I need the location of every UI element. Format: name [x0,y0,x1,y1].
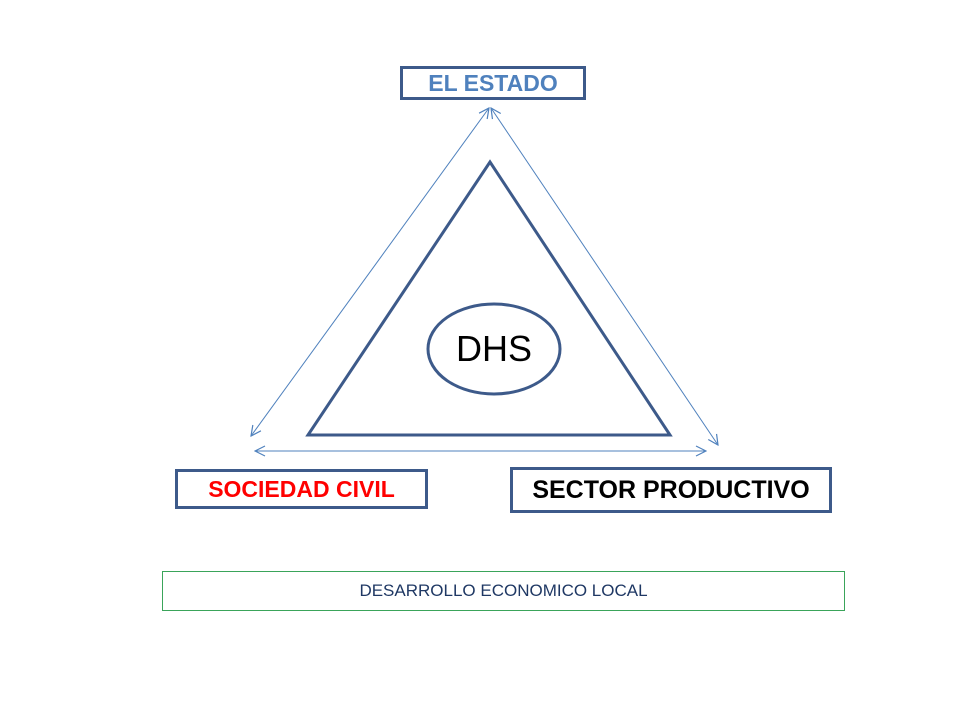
node-el-estado-label: EL ESTADO [428,69,558,96]
node-sector-productivo-label: SECTOR PRODUCTIVO [532,475,810,504]
node-sociedad-civil: SOCIEDAD CIVIL [175,469,428,509]
arrow-estado-sector [491,108,718,445]
node-sociedad-civil-label: SOCIEDAD CIVIL [208,475,395,502]
arrow-estado-sociedad [251,108,489,436]
footer-label: DESARROLLO ECONOMICO LOCAL [359,581,648,600]
node-el-estado: EL ESTADO [400,66,586,100]
dhs-ellipse [426,302,562,396]
node-sector-productivo: SECTOR PRODUCTIVO [510,467,832,513]
dhs-label: DHS [455,328,532,369]
inner-triangle [305,159,673,437]
footer-desarrollo-economico-local: DESARROLLO ECONOMICO LOCAL [162,571,845,611]
